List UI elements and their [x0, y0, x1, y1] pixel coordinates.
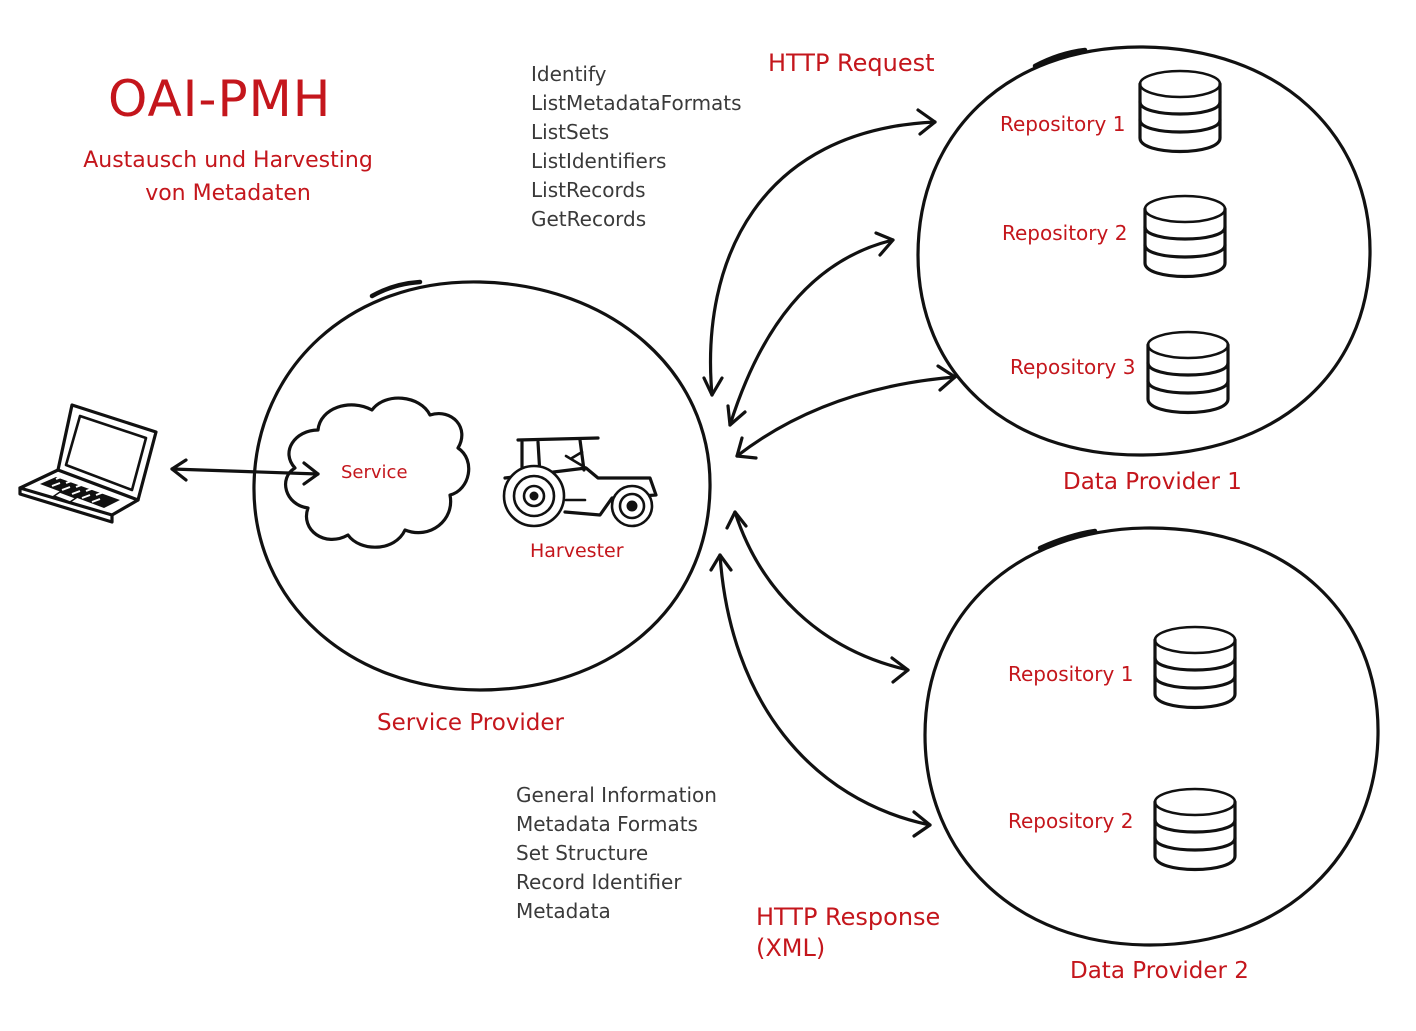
data-provider-2-circle [923, 526, 1380, 947]
cloud-icon [284, 396, 471, 549]
request-verb-list: Identify ListMetadataFormats ListSets Li… [531, 60, 742, 234]
dp2-repository-2-label: Repository 2 [1008, 809, 1134, 833]
page-subtitle: Austausch und Harvesting von Metadaten [78, 144, 378, 210]
database-icon [1146, 330, 1230, 414]
list-item: ListRecords [531, 178, 646, 202]
request-arrow-2 [726, 231, 895, 427]
service-provider-circle [252, 279, 712, 692]
list-item: General Information [516, 783, 717, 807]
dp1-repository-3-label: Repository 3 [1010, 355, 1136, 379]
http-response-label: HTTP Response (XML) [756, 902, 940, 964]
list-item: Set Structure [516, 841, 649, 865]
http-response-line-2: (XML) [756, 934, 826, 962]
list-item: Metadata Formats [516, 812, 698, 836]
subtitle-line-1: Austausch und Harvesting [83, 148, 373, 173]
dp1-repository-2-label: Repository 2 [1002, 221, 1128, 245]
database-icon [1138, 69, 1222, 153]
database-icon [1153, 787, 1237, 871]
list-item: Identify [531, 62, 607, 86]
request-arrow-1 [702, 108, 937, 397]
page-title: OAI-PMH [108, 70, 332, 128]
list-item: ListIdentifiers [531, 149, 667, 173]
response-arrow-1 [725, 510, 910, 684]
data-provider-1-label: Data Provider 1 [1063, 469, 1242, 495]
dp1-repository-1-label: Repository 1 [1000, 112, 1126, 136]
response-item-list: General Information Metadata Formats Set… [516, 781, 717, 926]
dp2-repository-1-label: Repository 1 [1008, 662, 1134, 686]
http-request-label: HTTP Request [768, 49, 935, 77]
database-icon [1143, 194, 1227, 278]
list-item: ListMetadataFormats [531, 91, 742, 115]
response-arrow-2 [709, 553, 932, 838]
database-icon [1153, 625, 1237, 709]
list-item: GetRecords [531, 207, 647, 231]
list-item: ListSets [531, 120, 610, 144]
list-item: Metadata [516, 899, 611, 923]
harvester-label: Harvester [530, 540, 624, 562]
subtitle-line-2: von Metadaten [145, 181, 311, 206]
data-provider-1-circle [916, 45, 1372, 457]
list-item: Record Identifier [516, 870, 682, 894]
laptop-icon [18, 403, 158, 524]
laptop-service-arrow [170, 458, 320, 486]
service-provider-label: Service Provider [377, 710, 565, 736]
service-label: Service [341, 462, 408, 483]
tractor-icon [502, 436, 658, 528]
http-response-line-1: HTTP Response [756, 903, 941, 931]
data-provider-2-label: Data Provider 2 [1070, 958, 1249, 984]
request-arrow-3 [735, 364, 957, 460]
